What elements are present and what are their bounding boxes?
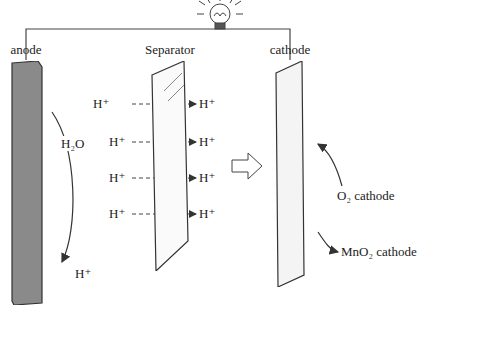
species-label: H⁺ — [74, 266, 92, 281]
species-label: H⁺ — [198, 206, 216, 221]
plate — [262, 61, 318, 287]
reaction-arrow — [318, 144, 342, 186]
plate — [4, 61, 48, 305]
species-label: H⁺ — [108, 206, 126, 221]
species-label: H⁺ — [198, 134, 216, 149]
species-label: H⁺ — [108, 170, 126, 185]
external-wire — [26, 29, 290, 60]
part-label: Separator — [135, 42, 205, 57]
part-label: cathode — [262, 42, 318, 57]
species-label: H⁺ — [108, 134, 126, 149]
light-bulb — [197, 0, 243, 29]
species-label: H⁺ — [198, 170, 216, 185]
species-label: H₂O — [60, 136, 85, 151]
cathode-type-label: O₂ cathode — [336, 188, 396, 203]
species-label: H⁺ — [198, 96, 216, 111]
hollow-arrow — [232, 153, 262, 179]
reaction-arrow — [318, 232, 338, 252]
reaction-arrow — [52, 112, 73, 262]
electrode: anode — [4, 42, 48, 305]
cathode-type-label: MnO₂ cathode — [340, 244, 418, 259]
plate — [135, 61, 205, 271]
part-label: anode — [4, 42, 48, 57]
separator: Separator — [135, 42, 205, 271]
species-label: H⁺ — [92, 96, 110, 111]
electrode: cathode — [262, 42, 318, 287]
